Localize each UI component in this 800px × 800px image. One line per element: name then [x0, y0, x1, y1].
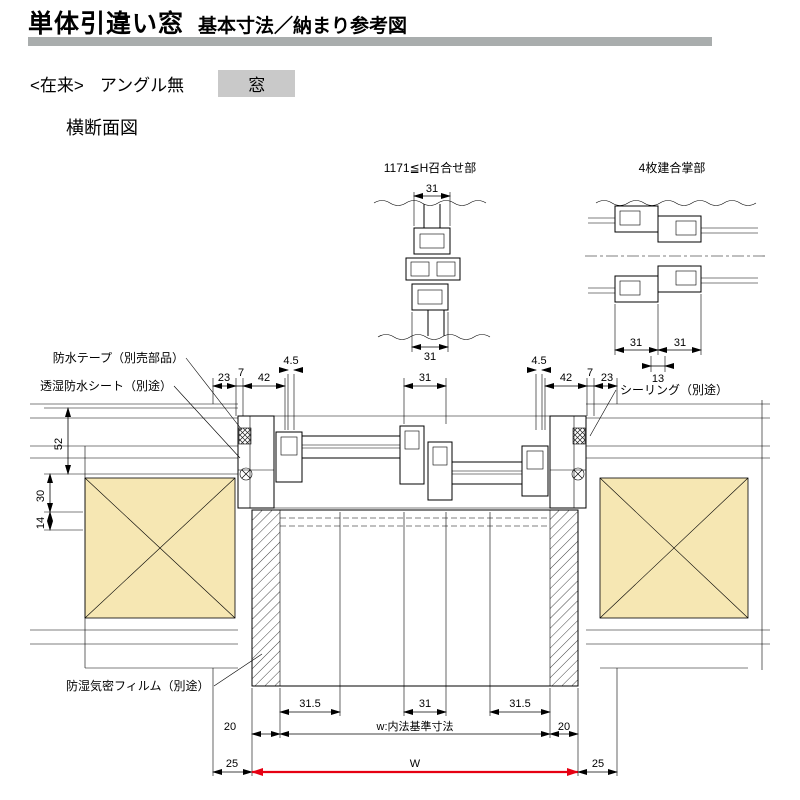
dim-52: 52: [53, 438, 65, 450]
subheader: <在来> アングル無 窓: [30, 70, 296, 97]
detail-left-dim-top: 31: [426, 183, 438, 195]
dim-23-right: 23: [601, 372, 613, 384]
detail-left-label: 1171≦H召合せ部: [384, 160, 477, 175]
dimensions-bottom: 31.5 31 31.5 20 w:内法基準寸法 20 25 W 25: [212, 512, 618, 776]
dim-42-right: 42: [560, 372, 572, 384]
callout-moisture-sheet: 透湿防水シート（別途）: [40, 378, 172, 393]
detail-left-dim-bottom: 31: [424, 351, 436, 363]
callout-sealing: シーリング（別途）: [620, 382, 728, 397]
dim-31-center: 31: [419, 372, 431, 384]
dim-315-right: 31.5: [509, 698, 530, 710]
left-jamb: [237, 415, 275, 509]
dim-315-left: 31.5: [299, 698, 320, 710]
dim-7-right: 7: [587, 367, 593, 379]
title-sub: 基本寸法／納まり参考図: [198, 16, 408, 37]
title-underline-bar: [28, 37, 712, 46]
right-jamb: [549, 415, 587, 509]
page-title: 単体引違い窓 基本寸法／納まり参考図: [28, 4, 407, 40]
outer-sash-stile: [275, 431, 303, 483]
fastener-symbol-right: [571, 467, 585, 481]
dim-45-right: 4.5: [531, 355, 546, 367]
dim-25-left: 25: [226, 758, 238, 770]
window-frame: [237, 415, 587, 509]
fastener-symbol-left: [239, 467, 253, 481]
dim-7-left: 7: [238, 367, 244, 379]
sill: [251, 509, 579, 687]
right-wall: [586, 400, 770, 670]
inner-sash-stile: [521, 445, 549, 497]
angle-label: アングル無: [99, 76, 185, 95]
meeting-stile-outer: [399, 425, 425, 485]
era-label: <在来>: [30, 76, 84, 95]
detail-four-panel: 4枚建合掌部 31: [585, 160, 765, 385]
dim-25-right: 25: [592, 758, 604, 770]
meeting-stile-inner: [427, 441, 453, 501]
dimensions-left: 52 30 14: [35, 407, 238, 531]
dim-30: 30: [35, 490, 47, 502]
detail-right-dim1: 31: [630, 337, 642, 349]
left-wall: [30, 403, 238, 669]
detail-right-dim3: 13: [652, 373, 664, 385]
callouts: 防水テープ（別売部品） 透湿防水シート（別途） シーリング（別途） 防湿気密フィ…: [40, 350, 728, 693]
sill-body: [251, 509, 579, 687]
dim-23-left: 23: [218, 372, 230, 384]
furring-strip-right: [549, 509, 579, 687]
dim-45-left: 4.5: [283, 355, 298, 367]
dim-20-right: 20: [558, 721, 570, 733]
window-tag: 窓: [218, 70, 296, 97]
dimensions-top: 23 7 42 4.5 31 4.5: [212, 355, 618, 430]
waterproof-tape-right: [572, 427, 586, 445]
furring-strip-left: [251, 509, 281, 687]
dim-20-left: 20: [224, 721, 236, 733]
detail-right-label: 4枚建合掌部: [639, 160, 706, 175]
section-label: 横断面図: [66, 118, 138, 138]
callout-film: 防湿気密フィルム（別途）: [66, 678, 210, 693]
detail-meeting-stile: 1171≦H召合せ部 31 31: [373, 160, 491, 363]
title-main: 単体引違い窓: [28, 10, 185, 38]
dim-42-left: 42: [258, 372, 270, 384]
waterproof-tape-left: [238, 427, 252, 445]
callout-waterproof-tape: 防水テープ（別売部品）: [53, 350, 184, 365]
dim-w-label: w:内法基準寸法: [376, 719, 454, 733]
dim-31-bottom: 31: [419, 698, 431, 710]
dim-14: 14: [35, 517, 47, 529]
detail-right-dim2: 31: [674, 337, 686, 349]
dim-W-label: W: [410, 758, 421, 770]
